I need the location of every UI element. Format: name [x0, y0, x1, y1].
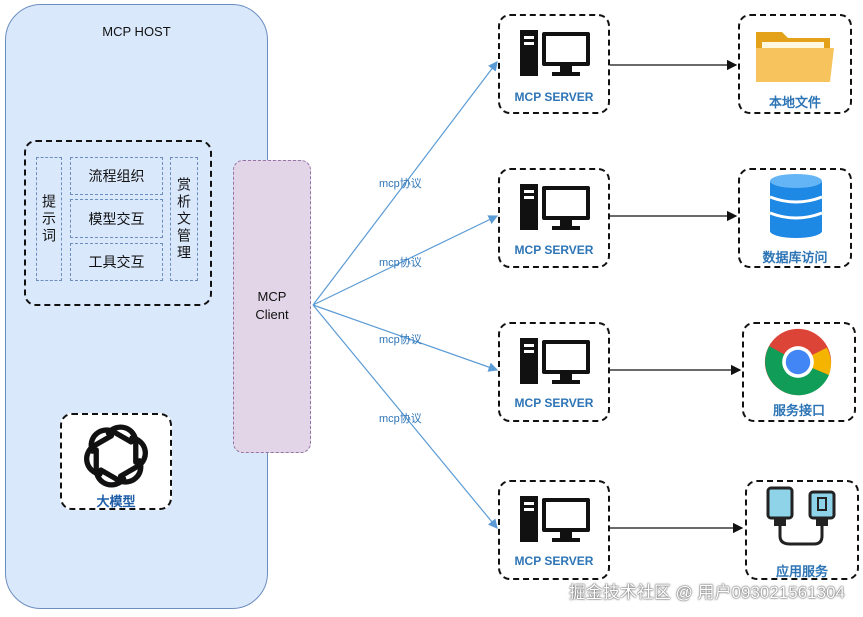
appreciate-box: 赏析文管理 — [170, 157, 198, 281]
computer-icon — [520, 496, 590, 542]
computer-icon — [520, 338, 590, 384]
resource-label-database: 数据库访问 — [762, 250, 828, 265]
resource-label-app-service: 应用服务 — [775, 564, 828, 579]
prompt-box: 提示词 — [36, 157, 62, 281]
protocol-arrow-4 — [312, 304, 498, 529]
host-modules-group — [24, 140, 212, 306]
protocol-label: mcp协议 — [379, 334, 422, 346]
mcp-server-label: MCP SERVER — [514, 243, 594, 257]
resource-box-4 — [745, 480, 859, 580]
mcp-client-label: MCP Client — [255, 289, 289, 322]
resource-label-service-api: 服务接口 — [772, 403, 825, 418]
mcp-server-label: MCP SERVER — [514, 396, 594, 410]
plug-icon — [766, 486, 836, 546]
database-icon — [769, 174, 823, 238]
llm-label: 大模型 — [96, 494, 136, 509]
tool-interact-box: 工具交互 — [70, 243, 163, 281]
watermark: 掘金技术社区 @ 用户093021561304 — [568, 583, 845, 602]
computer-icon — [520, 30, 590, 76]
protocol-arrow-3 — [312, 304, 499, 372]
model-interact-box: 模型交互 — [70, 199, 163, 238]
computer-icon — [520, 184, 590, 230]
folder-icon — [756, 32, 834, 82]
resource-label-local-files: 本地文件 — [768, 95, 821, 110]
mcp-server-label: MCP SERVER — [514, 554, 594, 568]
openai-logo-icon — [84, 424, 148, 488]
protocol-label: mcp协议 — [379, 257, 422, 269]
mcp-server-label: MCP SERVER — [514, 90, 594, 104]
mcp-client-box — [233, 160, 311, 453]
protocol-arrow-1 — [312, 61, 498, 306]
mcp-host-title: MCP HOST — [102, 24, 171, 39]
chrome-icon — [764, 328, 832, 396]
flow-box: 流程组织 — [70, 157, 163, 195]
protocol-arrow-2 — [312, 215, 499, 306]
protocol-label: mcp协议 — [379, 178, 422, 190]
protocol-label: mcp协议 — [379, 413, 422, 425]
llm-box — [60, 413, 172, 510]
